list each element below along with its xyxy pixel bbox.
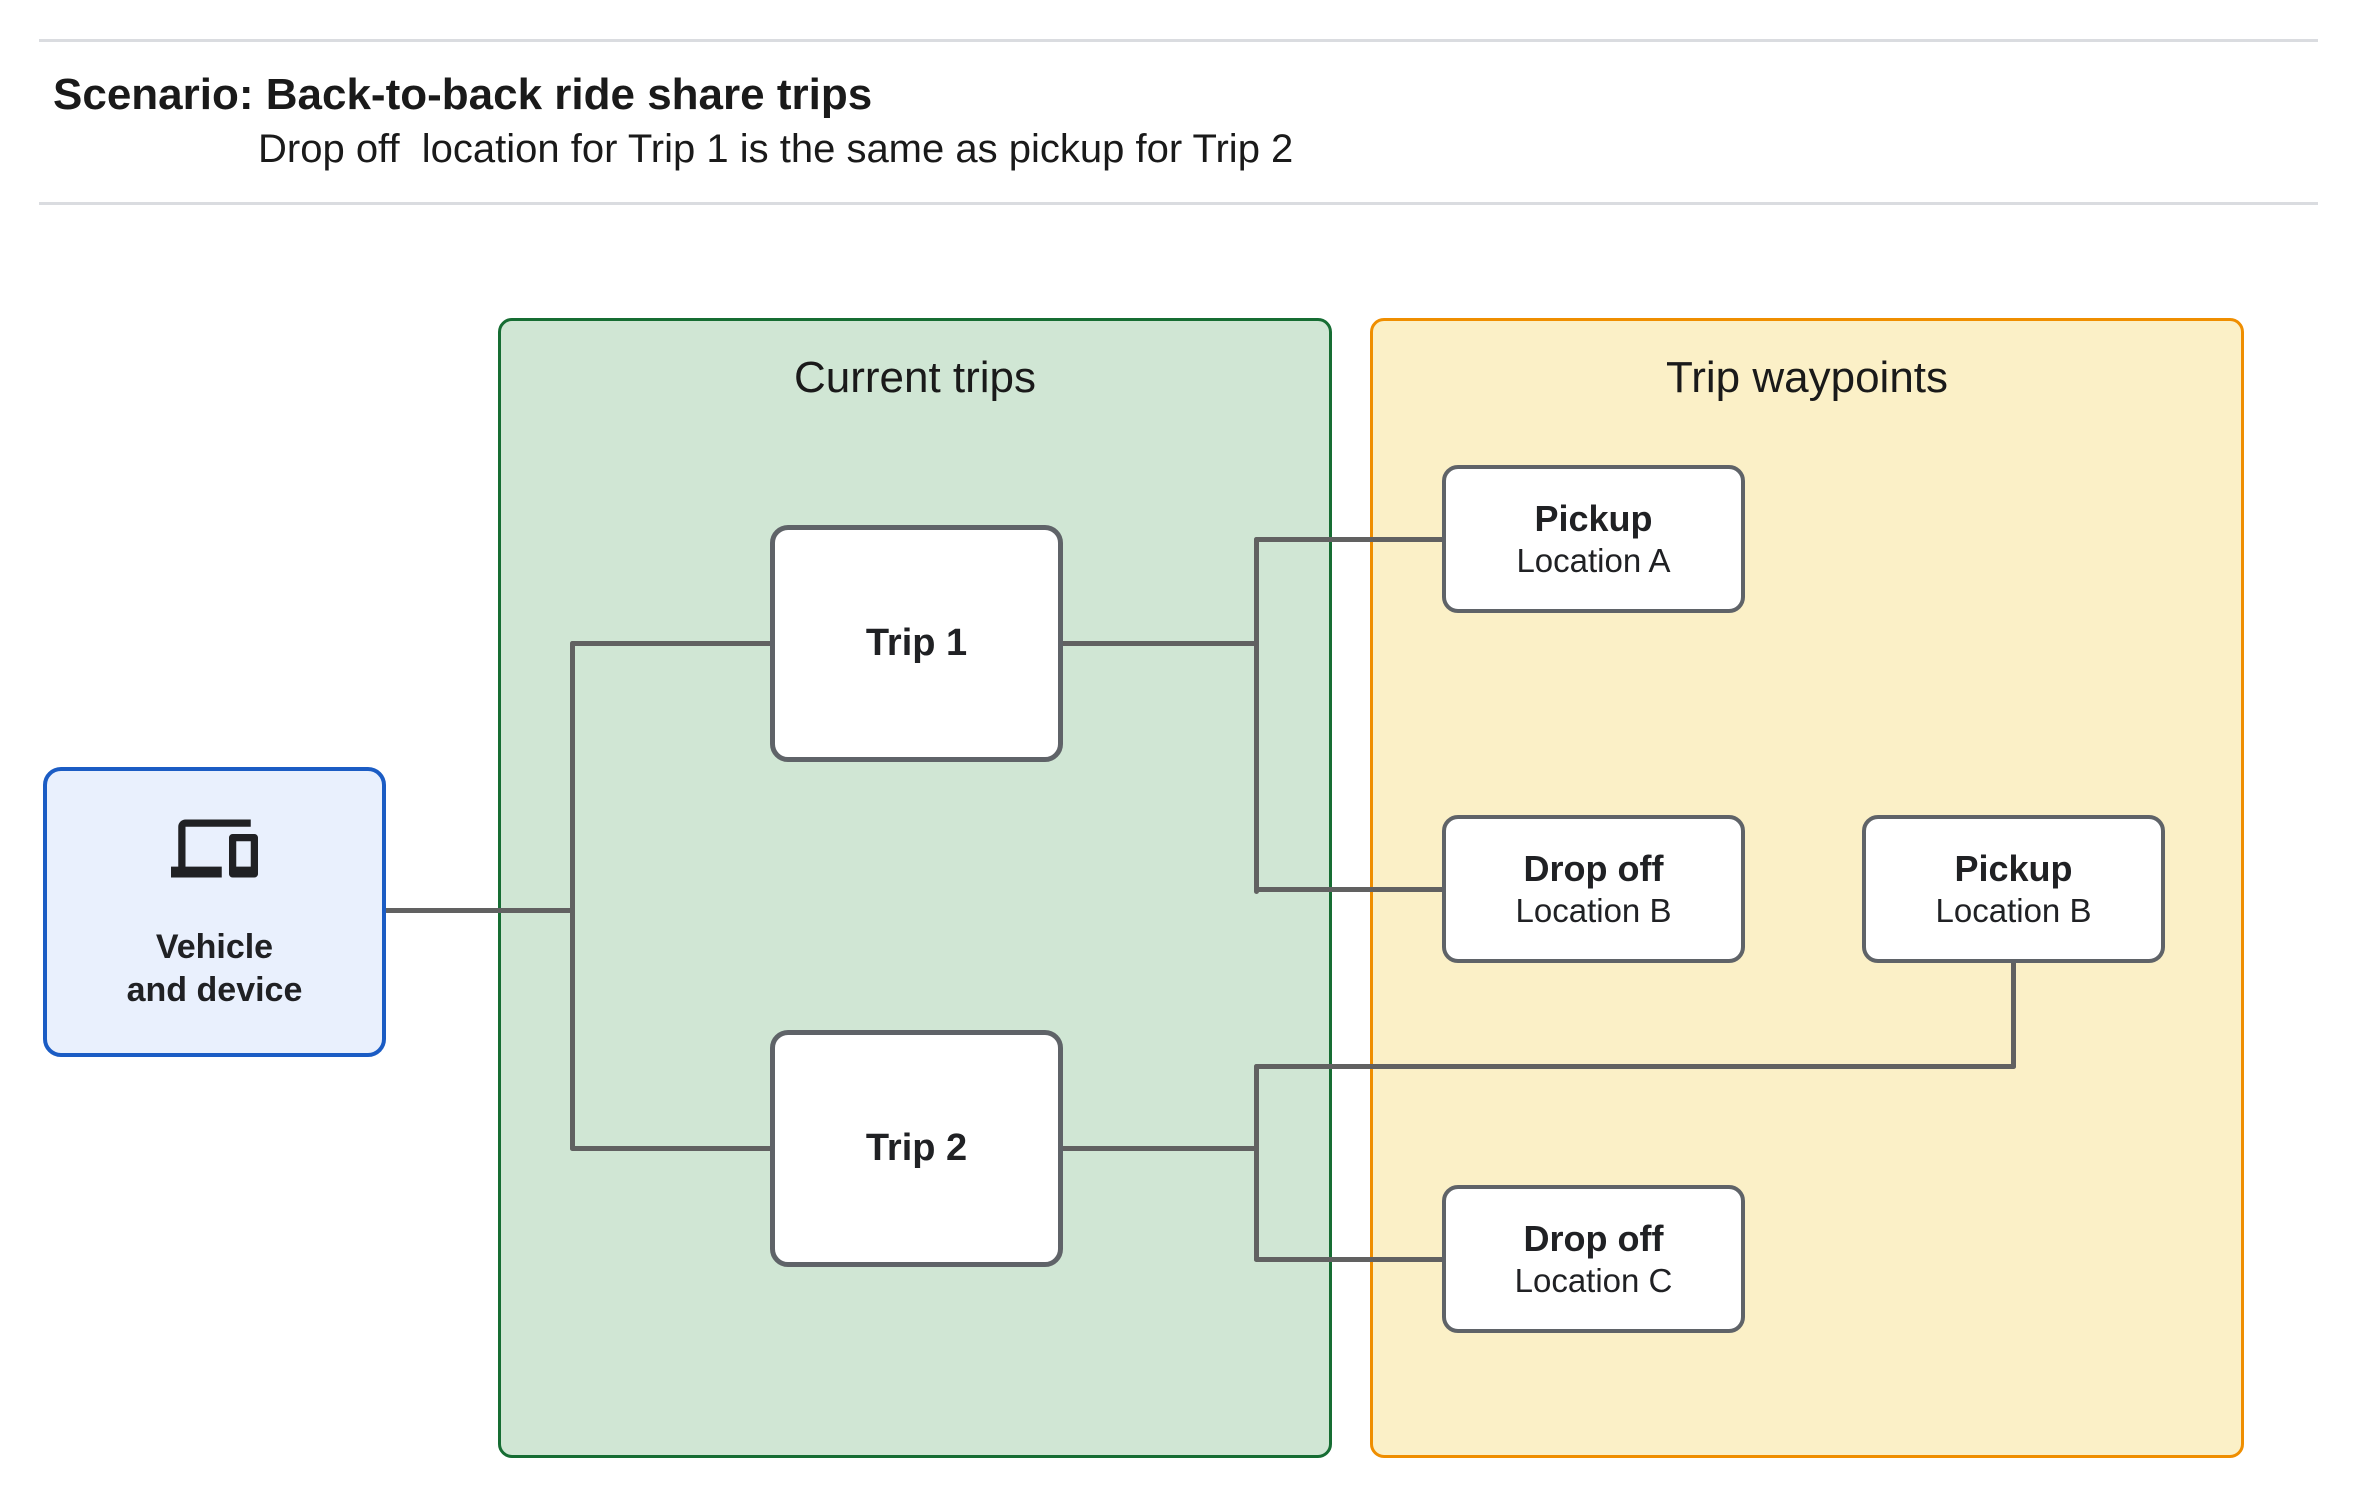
connector-pickup-b-drop-v: [2011, 958, 2016, 1069]
connector-pickup-b-h: [1254, 1064, 2016, 1069]
waypoint-pickup-a-type: Pickup: [1534, 497, 1653, 539]
waypoint-dropoff-b-location: Location B: [1515, 892, 1672, 930]
waypoint-pickup-a-location: Location A: [1516, 542, 1671, 580]
waypoint-dropoff-c-node: Drop off Location C: [1442, 1185, 1745, 1333]
connector-pickup-a-h: [1254, 537, 1446, 542]
waypoint-pickup-b-node: Pickup Location B: [1862, 815, 2165, 963]
connector-trips-split-v: [570, 641, 575, 1151]
trip-2-node: Trip 2: [770, 1030, 1063, 1267]
devices-icon: [171, 819, 258, 878]
current-trips-title: Current trips: [793, 353, 1037, 402]
waypoint-dropoff-b-type: Drop off: [1523, 847, 1664, 889]
waypoint-pickup-a-node: Pickup Location A: [1442, 465, 1745, 613]
connector-vehicle-out-h: [384, 908, 573, 913]
trip-1-node: Trip 1: [770, 525, 1063, 762]
page-subtitle: Drop off location for Trip 1 is the same…: [258, 127, 1294, 171]
page-title: Scenario: Back-to-back ride share trips: [53, 70, 873, 119]
connector-trip1-out-h: [1059, 641, 1259, 646]
connector-dropoff-b-h: [1254, 887, 1446, 892]
header-divider: [39, 202, 2318, 205]
current-trips-group: Current trips: [498, 318, 1332, 1458]
connector-trip1-in-h: [570, 641, 774, 646]
trip-1-label: Trip 1: [865, 622, 968, 664]
trip-2-label: Trip 2: [865, 1127, 968, 1169]
connector-trip2-in-h: [570, 1146, 774, 1151]
connector-dropoff-c-h: [1254, 1257, 1446, 1262]
waypoint-pickup-b-location: Location B: [1935, 892, 2092, 930]
connector-trip2-out-h: [1059, 1146, 1259, 1151]
waypoint-dropoff-c-type: Drop off: [1523, 1217, 1664, 1259]
top-divider: [39, 39, 2318, 42]
connector-trip2-split-v: [1254, 1064, 1259, 1262]
connector-trip1-split-v: [1254, 537, 1259, 894]
waypoint-pickup-b-type: Pickup: [1954, 847, 2073, 889]
vehicle-label: Vehicle and device: [126, 928, 303, 1009]
waypoint-dropoff-c-location: Location C: [1514, 1262, 1673, 1300]
waypoint-dropoff-b-node: Drop off Location B: [1442, 815, 1745, 963]
trip-waypoints-title: Trip waypoints: [1665, 353, 1949, 402]
vehicle-node: Vehicle and device: [43, 767, 386, 1057]
